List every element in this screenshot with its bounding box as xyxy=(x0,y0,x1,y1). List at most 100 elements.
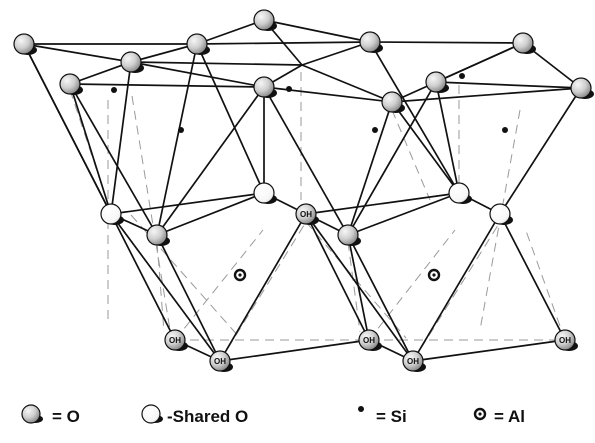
bond-line xyxy=(347,234,370,341)
bond-line xyxy=(196,43,265,194)
oxygen-atom xyxy=(337,224,361,246)
hidden-bond-line xyxy=(156,241,165,333)
oxygen-atom xyxy=(512,32,536,54)
legend-shared-oxygen-label: -Shared O xyxy=(167,407,248,426)
aluminum-atom xyxy=(427,268,441,282)
silicon-atom xyxy=(286,86,292,92)
silicon-atom xyxy=(178,127,184,133)
oxygen-atom xyxy=(186,33,210,55)
legend-item-silicon: = Si xyxy=(358,406,407,426)
bond-line xyxy=(435,81,582,89)
bond-line xyxy=(110,192,265,215)
oxygen-atom xyxy=(253,9,277,31)
hidden-bond-line xyxy=(130,214,241,339)
hydroxyl-label: OH xyxy=(407,357,419,366)
bond-line xyxy=(69,83,265,88)
hydroxyl-label: OH xyxy=(169,336,181,345)
hydroxyl-oxygen-atom: OH xyxy=(402,350,426,372)
bond-line xyxy=(347,101,393,236)
bond-line xyxy=(156,86,265,236)
hidden-bond-line xyxy=(412,221,501,362)
bond-line xyxy=(110,61,132,215)
bond-line xyxy=(305,192,460,215)
shared-oxygen-atom xyxy=(253,182,277,204)
bond-line xyxy=(263,19,371,43)
hydroxyl-oxygen-atom: OH xyxy=(209,350,233,372)
shared-oxygen-atom xyxy=(100,203,124,225)
bond-line xyxy=(499,87,582,215)
bond-line xyxy=(499,213,566,341)
bond-line xyxy=(219,339,370,362)
bond-line xyxy=(412,339,566,362)
legend-oxygen-symbol xyxy=(21,404,43,424)
bond-line xyxy=(110,213,221,362)
oxygen-atom xyxy=(13,33,37,55)
hydroxyl-oxygen-atom: OH xyxy=(164,329,188,351)
hydroxyl-label: OH xyxy=(559,336,571,345)
silicon-atom xyxy=(502,127,508,133)
bond-line xyxy=(156,43,198,236)
bond-line xyxy=(130,61,303,66)
hydroxyl-oxygen-atom: OH xyxy=(295,203,319,225)
oxygen-atom xyxy=(359,31,383,53)
oxygen-atom xyxy=(59,73,83,95)
bond-line xyxy=(23,43,112,215)
hydroxyl-label: OH xyxy=(300,210,312,219)
bond-line xyxy=(130,61,265,88)
bond-line xyxy=(156,234,221,362)
legend: = O -Shared O = Si = Al xyxy=(21,404,525,426)
bond-line xyxy=(347,192,460,236)
bond-line xyxy=(69,61,132,85)
bond-line xyxy=(369,41,524,44)
bond-line xyxy=(301,41,371,66)
hidden-bond-line xyxy=(305,221,407,339)
legend-aluminum-symbol xyxy=(473,407,487,421)
bond-line xyxy=(301,64,393,103)
bond-line xyxy=(110,213,176,341)
bond-line xyxy=(305,213,370,341)
bond-line xyxy=(412,213,501,362)
oxygen-atom xyxy=(381,91,405,113)
shared-oxygen-atom xyxy=(489,203,513,225)
silicon-atom xyxy=(372,127,378,133)
cations xyxy=(111,73,508,282)
bond-line xyxy=(130,43,198,63)
bond-line xyxy=(347,81,437,236)
oxygen-atom xyxy=(425,71,449,93)
legend-item-oxygen: = O xyxy=(21,404,80,426)
hidden-bond-line xyxy=(219,221,307,362)
hidden-bond-line xyxy=(174,229,264,341)
hidden-bond-line xyxy=(524,227,566,341)
legend-silicon-label: = Si xyxy=(376,407,407,426)
bond-line xyxy=(435,42,524,83)
oxygen-atom xyxy=(120,51,144,73)
bond-line xyxy=(391,101,460,194)
legend-oxygen-label: = O xyxy=(52,407,80,426)
legend-shared-oxygen-symbol xyxy=(141,404,163,424)
hidden-bond-line xyxy=(131,95,172,337)
legend-item-aluminum: = Al xyxy=(473,407,525,426)
oxygen-atom xyxy=(570,77,594,99)
hydroxyl-oxygen-atom: OH xyxy=(358,329,382,351)
hydroxyl-label: OH xyxy=(363,336,375,345)
bond-line xyxy=(196,19,265,45)
silicon-atom xyxy=(111,87,117,93)
oxygen-atom xyxy=(146,224,170,246)
atoms: OH OH OH OH OH OH xyxy=(13,9,594,372)
silicon-atom xyxy=(459,73,465,79)
solid-bonds xyxy=(23,19,582,362)
bond-line xyxy=(369,41,460,194)
bond-line xyxy=(391,87,582,103)
bond-line xyxy=(305,213,414,362)
bond-line xyxy=(263,86,393,103)
legend-item-shared-oxygen: -Shared O xyxy=(141,404,248,426)
bond-line xyxy=(156,192,265,236)
shared-oxygen-atom xyxy=(448,182,472,204)
aluminum-atom xyxy=(233,268,247,282)
bond-line xyxy=(69,83,112,215)
hidden-bond-line xyxy=(368,229,456,341)
oxygen-atom xyxy=(253,76,277,98)
bond-line xyxy=(219,213,307,362)
bond-line xyxy=(347,234,414,362)
